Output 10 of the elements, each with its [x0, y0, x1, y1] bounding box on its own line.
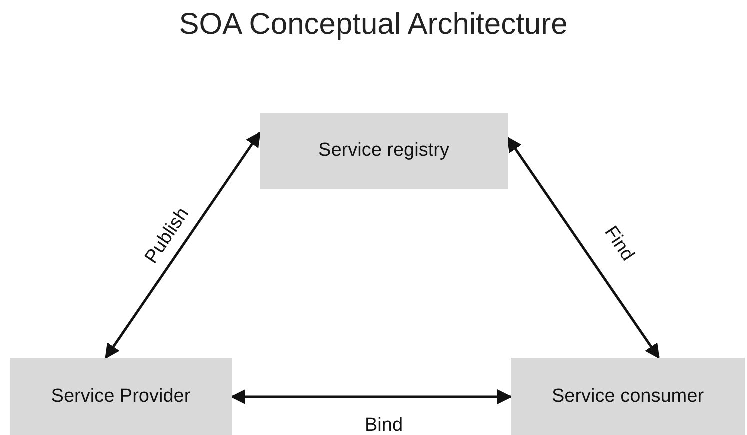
box-label: Service consumer: [552, 386, 704, 408]
service-box: [511, 358, 745, 435]
double-arrow: [230, 390, 512, 404]
box-label: Service registry: [318, 140, 450, 162]
double-arrow: [506, 136, 660, 360]
service-box: [10, 358, 232, 435]
box-label: Service Provider: [51, 386, 191, 408]
diagram-title: SOA Conceptual Architecture: [179, 8, 568, 42]
service-box: [260, 113, 508, 189]
double-arrow: [104, 132, 262, 360]
